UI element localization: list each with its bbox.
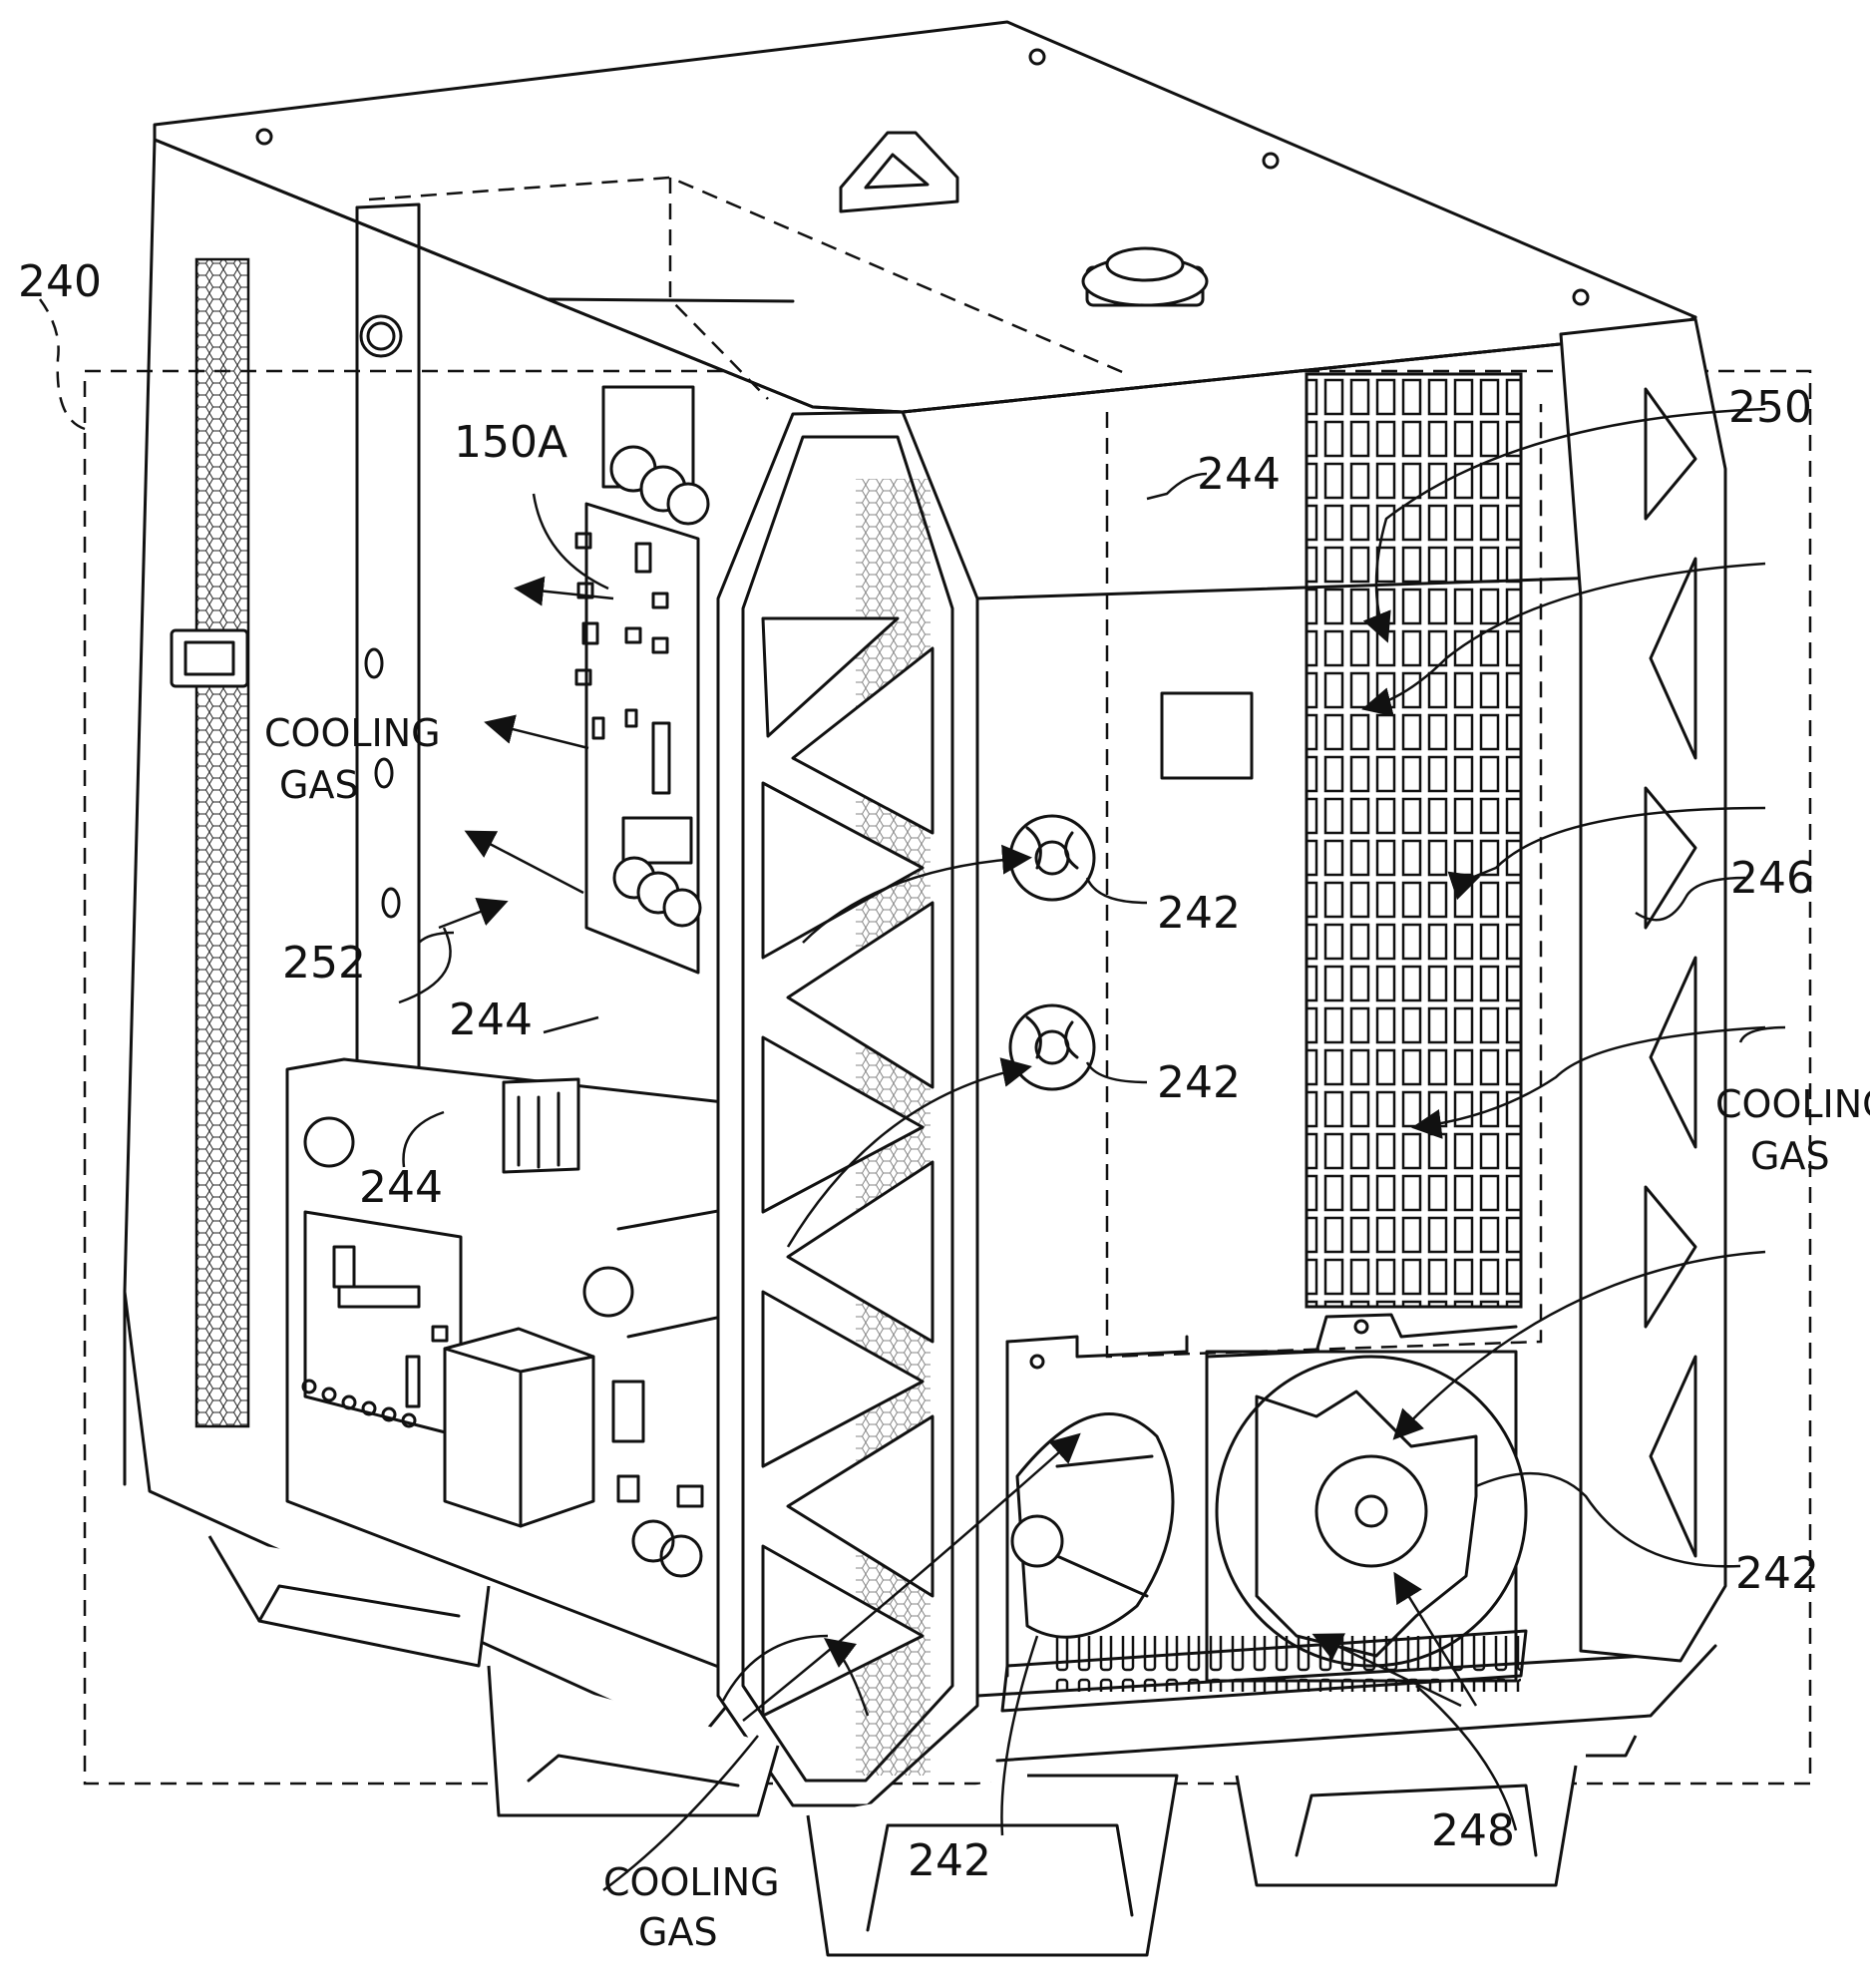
label-252: 252 (282, 938, 366, 989)
lower-left-fan (1007, 1337, 1187, 1676)
cooling-gas-right-line1: COOLING (1715, 1082, 1870, 1126)
cooling-gas-bottom-line2: GAS (638, 1910, 718, 1954)
cooling-gas-left-line1: COOLING (264, 711, 441, 755)
label-242-bottom: 242 (908, 1835, 991, 1886)
cooling-gas-right-line2: GAS (1750, 1134, 1830, 1178)
middle-fan (1010, 1005, 1094, 1089)
lower-right-fan (1207, 1315, 1526, 1681)
label-244-mid: 244 (449, 994, 533, 1045)
label-242-upper: 242 (1157, 888, 1241, 939)
circuit-board-150a (576, 387, 708, 973)
heat-exchanger-grille (1307, 374, 1521, 1307)
side-latch-icon (172, 630, 247, 686)
heat-sink-block (504, 1079, 578, 1172)
label-242-middle: 242 (1157, 1057, 1241, 1108)
label-244-top: 244 (1197, 449, 1281, 500)
label-240: 240 (18, 256, 102, 307)
side-bracket-246 (1561, 319, 1725, 1661)
cooling-gas-left-line2: GAS (279, 763, 359, 807)
label-248: 248 (1431, 1805, 1515, 1856)
front-frame-pillar (718, 412, 977, 1805)
label-150a: 150A (454, 417, 567, 468)
cooling-gas-bottom-line1: COOLING (603, 1860, 780, 1904)
label-250: 250 (1728, 382, 1812, 433)
transformer-block (445, 1329, 593, 1526)
control-board (303, 1212, 461, 1436)
label-244-low: 244 (359, 1162, 443, 1213)
label-246: 246 (1730, 853, 1814, 904)
label-242-right: 242 (1735, 1548, 1819, 1599)
